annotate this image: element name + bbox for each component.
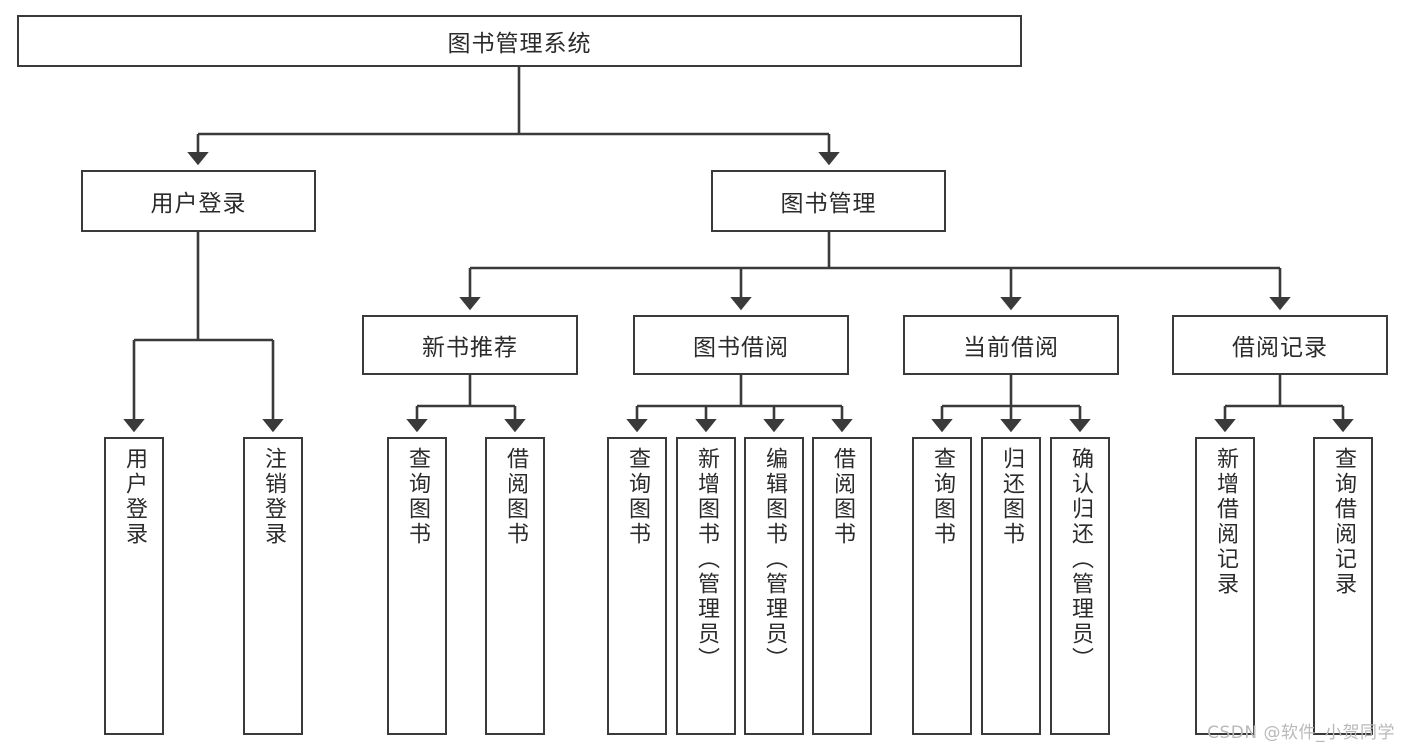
node-label: 查询图书: [625, 447, 650, 547]
level2-node-0[interactable]: 用户登录: [81, 170, 316, 232]
leaf-node-5[interactable]: 新增图书（管理员）: [676, 437, 736, 735]
node-label: 注销登录: [261, 447, 286, 547]
node-label: 图书管理系统: [447, 31, 592, 57]
leaf-node-11[interactable]: 新增借阅记录: [1195, 437, 1255, 735]
leaf-node-2[interactable]: 查询图书: [387, 437, 447, 735]
root-node-图书管理系统[interactable]: 图书管理系统: [17, 15, 1022, 67]
node-label: 借阅图书: [503, 447, 528, 547]
leaf-node-12[interactable]: 查询借阅记录: [1313, 437, 1373, 735]
node-label: 图书借阅: [693, 335, 789, 361]
node-label: 用户登录: [122, 447, 147, 547]
leaf-node-0[interactable]: 用户登录: [104, 437, 164, 735]
level3-node-1[interactable]: 图书借阅: [633, 315, 849, 375]
level2-node-1[interactable]: 图书管理: [711, 170, 946, 232]
node-label: 当前借阅: [963, 335, 1059, 361]
node-label: 用户登录: [150, 191, 247, 217]
level3-node-2[interactable]: 当前借阅: [903, 315, 1119, 375]
node-label: 编辑图书（管理员）: [762, 447, 787, 672]
leaf-node-4[interactable]: 查询图书: [607, 437, 667, 735]
node-label: 新增图书（管理员）: [694, 447, 719, 672]
leaf-node-9[interactable]: 归还图书: [981, 437, 1041, 735]
node-label: 借阅图书: [830, 447, 855, 547]
leaf-node-1[interactable]: 注销登录: [243, 437, 303, 735]
watermark: CSDN @软件_小贺同学: [1207, 723, 1395, 743]
leaf-node-7[interactable]: 借阅图书: [812, 437, 872, 735]
node-label: 查询借阅记录: [1331, 447, 1356, 597]
node-label: 查询图书: [930, 447, 955, 547]
level3-node-0[interactable]: 新书推荐: [362, 315, 578, 375]
node-label: 新增借阅记录: [1213, 447, 1238, 597]
leaf-node-3[interactable]: 借阅图书: [485, 437, 545, 735]
node-label: 归还图书: [999, 447, 1024, 547]
level3-node-3[interactable]: 借阅记录: [1172, 315, 1388, 375]
leaf-node-8[interactable]: 查询图书: [912, 437, 972, 735]
node-label: 借阅记录: [1232, 335, 1328, 361]
leaf-node-10[interactable]: 确认归还（管理员）: [1050, 437, 1110, 735]
node-label: 查询图书: [405, 447, 430, 547]
node-label: 新书推荐: [422, 335, 518, 361]
leaf-node-6[interactable]: 编辑图书（管理员）: [744, 437, 804, 735]
node-label: 确认归还（管理员）: [1068, 447, 1093, 672]
node-label: 图书管理: [780, 191, 877, 217]
